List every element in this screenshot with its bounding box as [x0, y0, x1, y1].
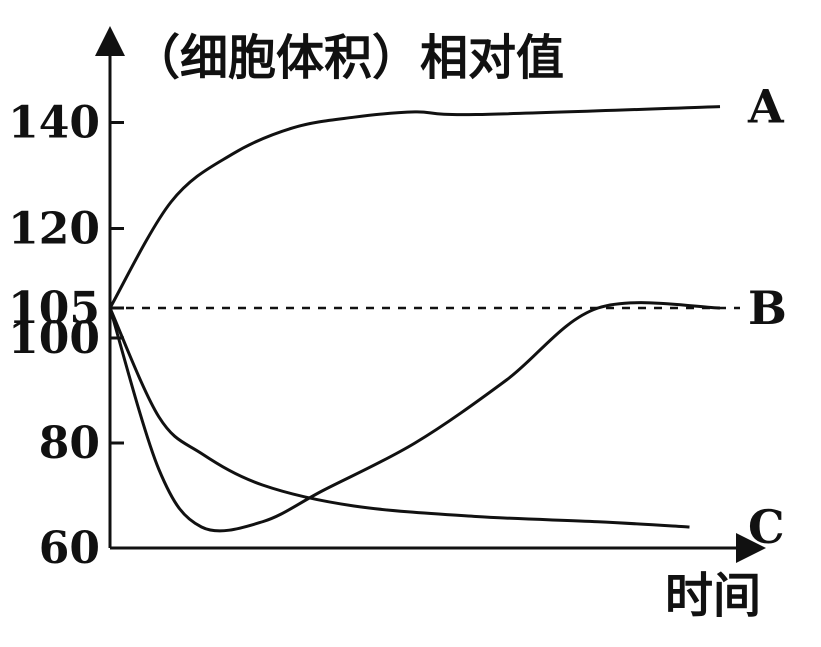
x-axis-title: 时间	[665, 568, 761, 624]
series-lines	[108, 105, 721, 533]
series-label-a: A	[747, 80, 785, 134]
y-axis-title: （细胞体积）相对值	[132, 30, 564, 86]
y-tick-label: 140	[8, 98, 100, 149]
y-tick-label: 60	[39, 523, 100, 574]
y-tick-label: 100	[8, 313, 100, 364]
y-tick-label: 80	[39, 418, 100, 469]
series-label-b: B	[748, 281, 787, 335]
series-line-c	[108, 307, 690, 529]
series-labels: A B C	[747, 80, 787, 554]
y-tick-label: 105	[8, 283, 100, 334]
series-line-b	[108, 301, 721, 533]
y-tick-label: 120	[8, 204, 100, 255]
series-line-a	[108, 105, 721, 309]
series-label-c: C	[748, 500, 785, 554]
